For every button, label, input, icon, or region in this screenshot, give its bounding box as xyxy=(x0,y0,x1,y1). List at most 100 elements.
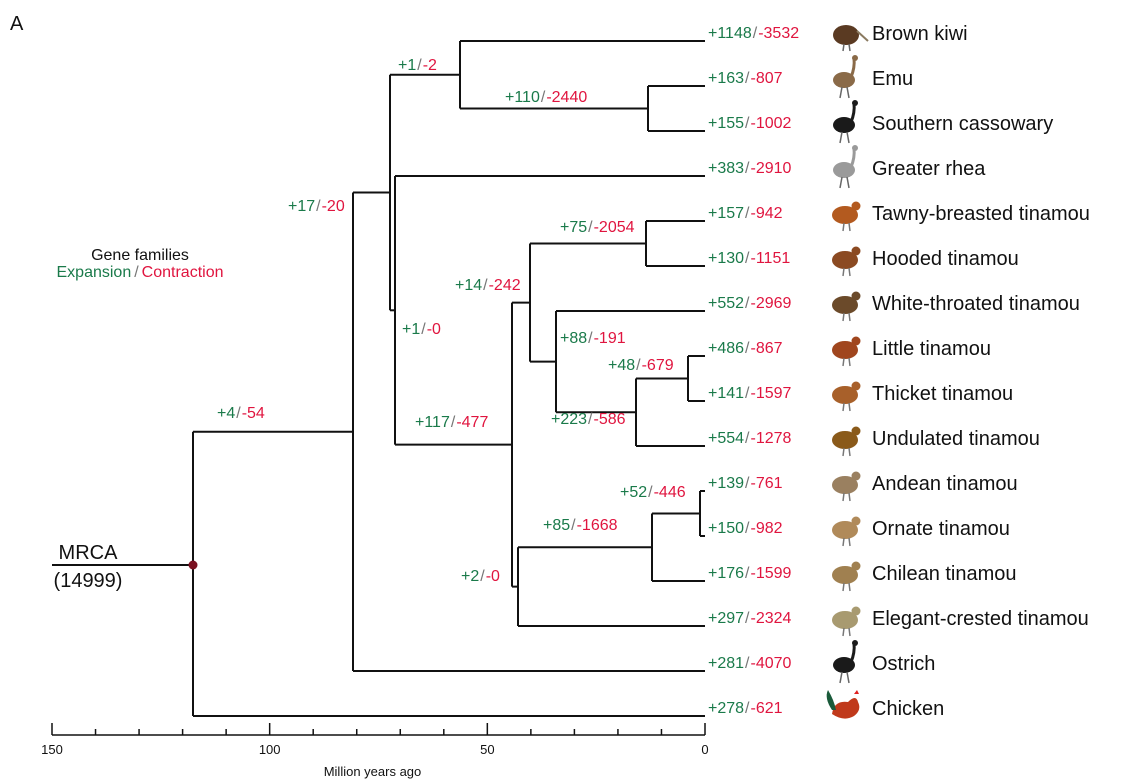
tip-gene-change-13: +297/-2324 xyxy=(708,610,792,627)
legend-separator: / xyxy=(134,264,139,281)
tip-gene-change-2-separator: / xyxy=(745,115,750,132)
node-gene-change-palaeognath-no-ostrich-contraction: -20 xyxy=(322,198,345,215)
panel-label: A xyxy=(10,13,24,35)
tip-gene-change-1-contraction: -807 xyxy=(751,70,783,87)
tip-gene-change-0-contraction: -3532 xyxy=(758,25,799,42)
tip-gene-change-9: +554/-1278 xyxy=(708,430,792,447)
node-gene-change-andean-ornate-chilean-separator: / xyxy=(571,517,576,534)
node-gene-change-rhea-tinamou-expansion: +1 xyxy=(402,321,420,338)
node-gene-change-tinamou-clade-a: +14/-242 xyxy=(455,277,521,294)
species-name: Ostrich xyxy=(872,653,935,675)
node-gene-change-kiwi-emu-cass-expansion: +1 xyxy=(398,57,416,74)
tip-gene-change-12-separator: / xyxy=(745,565,750,582)
node-gene-change-palaeognaths-expansion: +4 xyxy=(217,405,235,422)
tree-branches xyxy=(52,40,705,717)
node-gene-change-little-thicket-separator: / xyxy=(636,357,641,374)
species-name: Thicket tinamou xyxy=(872,383,1013,405)
tinamou-9-icon xyxy=(832,426,861,457)
tip-gene-change-5-separator: / xyxy=(745,250,750,267)
tip-gene-change-11-contraction: -982 xyxy=(751,520,783,537)
root-node-marker xyxy=(188,560,198,570)
node-gene-change-andean-ornate-separator: / xyxy=(648,484,653,501)
tip-gene-change-5-expansion: +130 xyxy=(708,250,744,267)
node-gene-change-andean-ornate: +52/-446 xyxy=(620,484,686,501)
tip-gene-change-2: +155/-1002 xyxy=(708,115,792,132)
tip-gene-change-6-expansion: +552 xyxy=(708,295,744,312)
tip-gene-change-13-separator: / xyxy=(745,610,750,627)
time-axis xyxy=(51,723,706,736)
node-gene-change-little-thicket-undulated-contraction: -586 xyxy=(594,411,626,428)
tip-gene-change-9-expansion: +554 xyxy=(708,430,744,447)
node-gene-change-tinamou-clade-b-separator: / xyxy=(588,330,593,347)
tip-gene-change-10-expansion: +139 xyxy=(708,475,744,492)
chicken-15-icon xyxy=(826,690,860,719)
tinamou-10-icon xyxy=(832,471,861,502)
node-gene-change-andean-ornate-chilean: +85/-1668 xyxy=(543,517,618,534)
node-gene-change-tawny-hooded: +75/-2054 xyxy=(560,219,635,236)
axis-title: Million years ago xyxy=(324,764,422,779)
species-name: Chilean tinamou xyxy=(872,563,1017,585)
tip-gene-change-6-contraction: -2969 xyxy=(751,295,792,312)
node-gene-change-kiwi-emu-cass: +1/-2 xyxy=(398,57,437,74)
node-gene-change-andean-ornate-expansion: +52 xyxy=(620,484,647,501)
tip-gene-change-0-separator: / xyxy=(753,25,758,42)
node-gene-change-tinamous-expansion: +117 xyxy=(415,414,450,431)
tip-gene-change-1-expansion: +163 xyxy=(708,70,744,87)
tip-gene-change-0-expansion: +1148 xyxy=(708,25,752,42)
tip-gene-change-10: +139/-761 xyxy=(708,475,783,492)
legend-contraction: Contraction xyxy=(142,264,224,281)
species-name: Elegant-crested tinamou xyxy=(872,608,1089,630)
tinamou-13-icon xyxy=(832,606,861,637)
tip-gene-change-11-expansion: +150 xyxy=(708,520,744,537)
tip-gene-change-14-contraction: -4070 xyxy=(751,655,792,672)
tip-gene-change-7-contraction: -867 xyxy=(751,340,783,357)
node-gene-change-emu-cass-contraction: -2440 xyxy=(546,89,587,106)
tinamou-8-icon xyxy=(832,381,861,412)
node-gene-change-palaeognath-no-ostrich-expansion: +17 xyxy=(288,198,315,215)
species-name: Ornate tinamou xyxy=(872,518,1010,540)
node-gene-change-little-thicket-undulated-expansion: +223 xyxy=(551,411,587,428)
root-name: MRCA xyxy=(59,542,119,564)
species-name: Emu xyxy=(872,68,913,90)
cassowary-2-icon xyxy=(833,100,858,144)
tip-gene-change-8-contraction: -1597 xyxy=(751,385,792,402)
node-gene-change-tinamou-clade-a-contraction: -242 xyxy=(489,277,521,294)
species-name: White-throated tinamou xyxy=(872,293,1080,315)
tip-gene-change-0: +1148/-3532 xyxy=(708,25,799,42)
tip-gene-change-9-separator: / xyxy=(745,430,750,447)
tip-gene-change-4-contraction: -942 xyxy=(751,205,783,222)
tip-gene-change-1: +163/-807 xyxy=(708,70,783,87)
tip-gene-change-13-expansion: +297 xyxy=(708,610,744,627)
node-gene-change-tinamou-clade-a-expansion: +14 xyxy=(455,277,482,294)
node-gene-change-emu-cass-separator: / xyxy=(541,89,546,106)
tip-gene-change-2-expansion: +155 xyxy=(708,115,744,132)
tip-gene-change-14: +281/-4070 xyxy=(708,655,792,672)
tip-gene-change-13-contraction: -2324 xyxy=(751,610,792,627)
node-gene-change-tinamous: +117/-477 xyxy=(415,414,488,431)
tip-gene-change-14-separator: / xyxy=(745,655,750,672)
species-name: Hooded tinamou xyxy=(872,248,1019,270)
tip-gene-change-4-separator: / xyxy=(745,205,750,222)
node-gene-change-tawny-hooded-contraction: -2054 xyxy=(594,219,635,236)
tip-gene-change-7-expansion: +486 xyxy=(708,340,744,357)
tip-gene-change-9-contraction: -1278 xyxy=(751,430,792,447)
ostrich-14-icon xyxy=(833,640,858,684)
node-gene-change-palaeognaths-separator: / xyxy=(236,405,241,422)
tip-gene-change-3: +383/-2910 xyxy=(708,160,792,177)
tip-gene-change-2-contraction: -1002 xyxy=(751,115,792,132)
node-gene-change-little-thicket-contraction: -679 xyxy=(642,357,674,374)
tip-gene-change-6: +552/-2969 xyxy=(708,295,792,312)
node-gene-change-tinamou-clade-c-expansion: +2 xyxy=(461,568,479,585)
axis-tick-label: 150 xyxy=(41,742,63,757)
node-gene-change-andean-ornate-contraction: -446 xyxy=(654,484,686,501)
axis-tick-label: 50 xyxy=(480,742,494,757)
tip-gene-change-5-contraction: -1151 xyxy=(751,250,791,267)
axis-tick-label: 100 xyxy=(259,742,281,757)
tip-gene-change-4-expansion: +157 xyxy=(708,205,744,222)
tip-gene-change-15-separator: / xyxy=(745,700,750,717)
tip-gene-change-3-separator: / xyxy=(745,160,750,177)
species-name: Little tinamou xyxy=(872,338,991,360)
node-gene-change-tawny-hooded-expansion: +75 xyxy=(560,219,587,236)
node-gene-change-tinamous-separator: / xyxy=(451,414,456,431)
